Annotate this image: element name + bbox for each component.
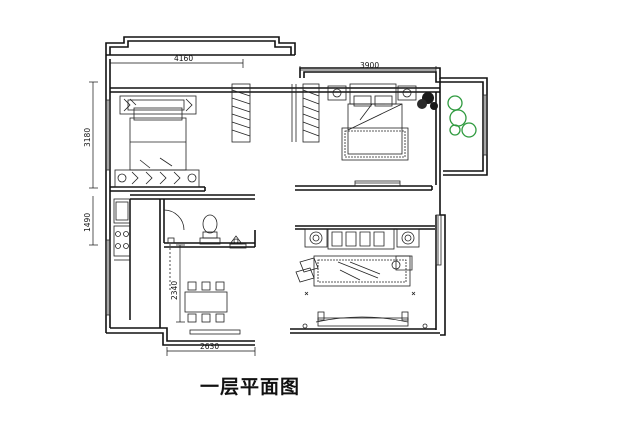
dim-top-left-width: 4160	[174, 54, 193, 63]
interior-walls	[110, 185, 435, 328]
balcony	[417, 92, 477, 138]
wardrobes	[231, 83, 320, 143]
living-room	[295, 228, 428, 329]
dim-left-upper-height: 3180	[83, 128, 92, 147]
windows	[105, 94, 488, 335]
dim-dining-height: 2340	[170, 281, 179, 300]
bedroom-right	[327, 83, 417, 161]
outer-walls	[105, 36, 488, 346]
bedroom-left	[114, 95, 200, 188]
plan-title: 一层平面图	[200, 376, 301, 398]
bathroom	[163, 209, 247, 249]
kitchen	[113, 198, 131, 320]
dim-bottom-width: 2630	[200, 342, 219, 351]
dim-left-lower-height: 1490	[83, 213, 92, 232]
dim-top-right-width: 3900	[360, 61, 379, 70]
dining	[169, 244, 228, 323]
dimension-lines	[89, 59, 437, 356]
